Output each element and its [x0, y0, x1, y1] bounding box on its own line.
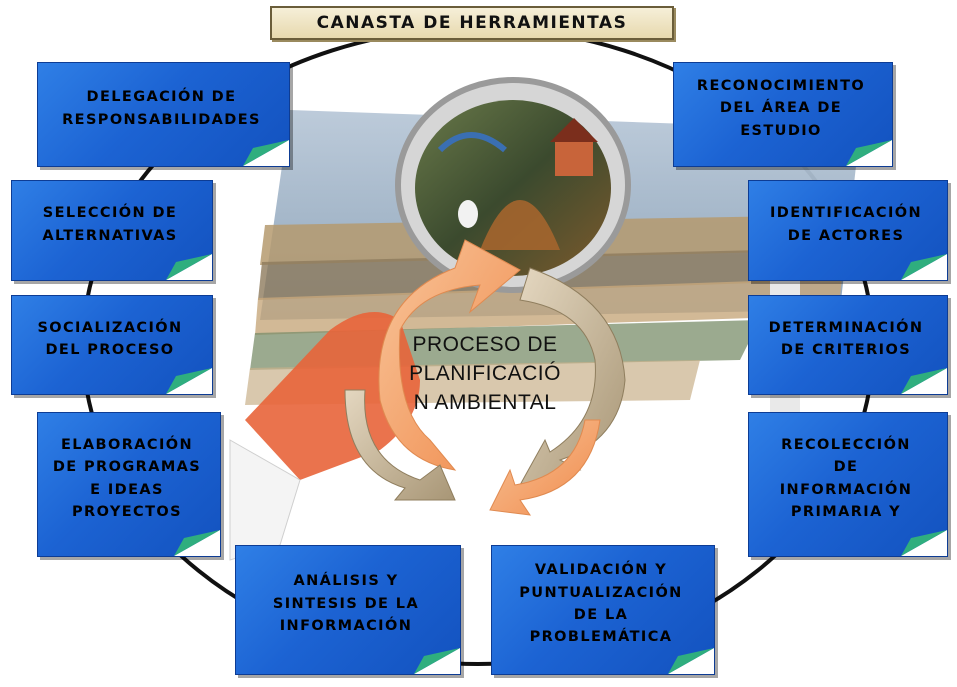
- box-delegacion: DELEGACIÓN DE RESPONSABILIDADES: [37, 62, 290, 167]
- page-fold-icon: [901, 368, 947, 394]
- page-fold-icon: [166, 368, 212, 394]
- page-fold-icon: [846, 140, 892, 166]
- page-fold-icon: [166, 254, 212, 280]
- box-label: SELECCIÓN DE ALTERNATIVAS: [42, 205, 178, 244]
- box-label: IDENTIFICACIÓN DE ACTORES: [769, 205, 923, 244]
- cycle-arrows: [344, 239, 626, 516]
- box-determinacion: DETERMINACIÓN DE CRITERIOS: [748, 295, 948, 395]
- page-fold-icon: [243, 140, 289, 166]
- box-socializacion: SOCIALIZACIÓN DEL PROCESO: [11, 295, 213, 395]
- box-label: ELABORACIÓN DE PROGRAMAS E IDEAS PROYECT…: [52, 436, 202, 520]
- box-seleccion: SELECCIÓN DE ALTERNATIVAS: [11, 180, 213, 281]
- box-label: SOCIALIZACIÓN DEL PROCESO: [37, 319, 183, 358]
- box-reconocimiento: RECONOCIMIENTO DEL ÁREA DE ESTUDIO: [673, 62, 893, 167]
- diagram-title: CANASTA DE HERRAMIENTAS: [270, 6, 674, 40]
- box-validacion: VALIDACIÓN Y PUNTUALIZACIÓN DE LA PROBLE…: [491, 545, 715, 675]
- box-label: VALIDACIÓN Y PUNTUALIZACIÓN DE LA PROBLE…: [519, 562, 683, 646]
- box-label: DETERMINACIÓN DE CRITERIOS: [768, 319, 924, 358]
- box-label: ANÁLISIS Y SINTESIS DE LA INFORMACIÓN: [272, 573, 420, 635]
- box-elaboracion: ELABORACIÓN DE PROGRAMAS E IDEAS PROYECT…: [37, 412, 221, 557]
- magnifying-glass: [395, 77, 631, 293]
- box-label: DELEGACIÓN DE RESPONSABILIDADES: [62, 89, 261, 128]
- box-analisis: ANÁLISIS Y SINTESIS DE LA INFORMACIÓN: [235, 545, 461, 675]
- box-label: RECOLECCIÓN DE INFORMACIÓN PRIMARIA Y: [779, 436, 913, 520]
- box-identificacion: IDENTIFICACIÓN DE ACTORES: [748, 180, 948, 281]
- box-label: RECONOCIMIENTO DEL ÁREA DE ESTUDIO: [696, 77, 866, 139]
- page-fold-icon: [174, 530, 220, 556]
- page-fold-icon: [901, 530, 947, 556]
- center-label: PROCESO DE PLANIFICACIÓ N AMBIENTAL: [409, 333, 561, 414]
- page-fold-icon: [414, 648, 460, 674]
- box-recoleccion: RECOLECCIÓN DE INFORMACIÓN PRIMARIA Y: [748, 412, 948, 557]
- page-fold-icon: [901, 254, 947, 280]
- page-fold-icon: [668, 648, 714, 674]
